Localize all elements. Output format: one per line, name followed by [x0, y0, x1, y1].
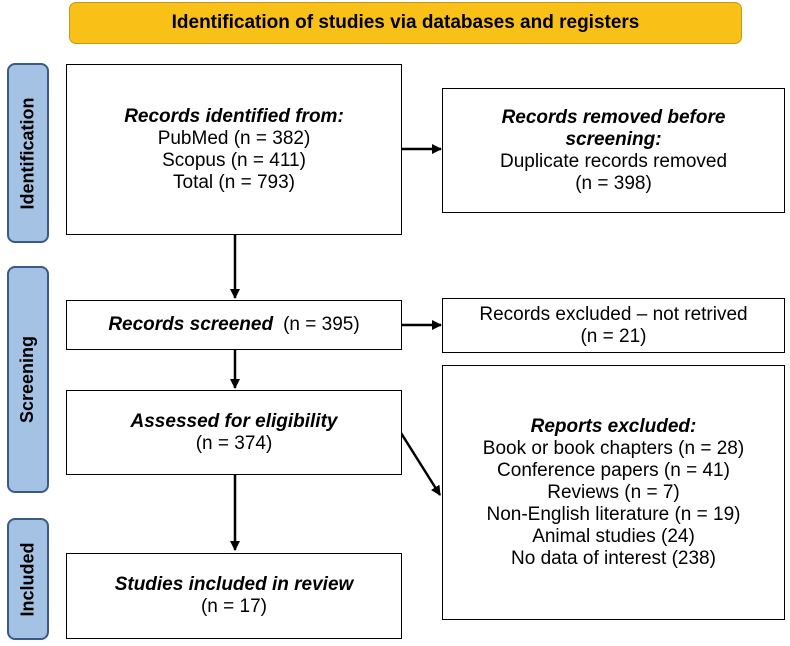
not-retrieved-line-label: Records excluded – not retrived [479, 303, 748, 325]
screened-count: (n = 395) [283, 314, 360, 335]
identified-line-pubmed: PubMed (n = 382) [157, 127, 311, 149]
included-count: (n = 17) [200, 596, 267, 617]
box-reports-excluded: Reports excluded: Book or book chapters … [442, 365, 785, 620]
not-retrieved-line-count: (n = 21) [580, 325, 647, 347]
box-records-identified: Records identified from: PubMed (n = 382… [66, 64, 402, 235]
excluded-line-reviews: Reviews (n = 7) [547, 481, 680, 503]
excluded-line-non-english: Non-English literature (n = 19) [486, 503, 741, 525]
box-assessed-eligibility: Assessed for eligibility (n = 374) [66, 390, 402, 475]
box-studies-included: Studies included in review (n = 17) [66, 553, 402, 639]
diagram-header: Identification of studies via databases … [69, 2, 742, 44]
excluded-line-conference: Conference papers (n = 41) [497, 459, 730, 481]
box-records-screened: Records screened (n = 395) [66, 300, 402, 350]
identified-heading: Records identified from: [124, 105, 344, 127]
header-title: Identification of studies via databases … [171, 12, 640, 33]
excluded-line-no-data: No data of interest (238) [511, 547, 716, 569]
excluded-line-books: Book or book chapters (n = 28) [482, 437, 745, 459]
arrow-eligibility-to-excluded [399, 432, 442, 496]
phase-identification: Identification [7, 63, 49, 243]
removed-heading: Records removed before screening: [501, 106, 726, 150]
excluded-line-animal: Animal studies (24) [532, 525, 695, 547]
eligibility-count: (n = 374) [195, 432, 273, 454]
removed-line-duplicates: Duplicate records removed [499, 150, 728, 172]
identified-line-scopus: Scopus (n = 411) [162, 149, 306, 171]
removed-line-count: (n = 398) [575, 172, 652, 194]
screened-heading: Records screened [108, 314, 274, 335]
box-records-removed: Records removed before screening: Duplic… [442, 88, 785, 213]
eligibility-heading: Assessed for eligibility [130, 410, 338, 432]
included-heading: Studies included in review [114, 574, 354, 595]
excluded-heading: Reports excluded: [530, 415, 697, 437]
box-records-not-retrieved: Records excluded – not retrived (n = 21) [442, 298, 785, 353]
identified-line-total: Total (n = 793) [173, 171, 295, 193]
phase-included: Included [7, 518, 49, 640]
phase-screening: Screening [7, 266, 49, 493]
